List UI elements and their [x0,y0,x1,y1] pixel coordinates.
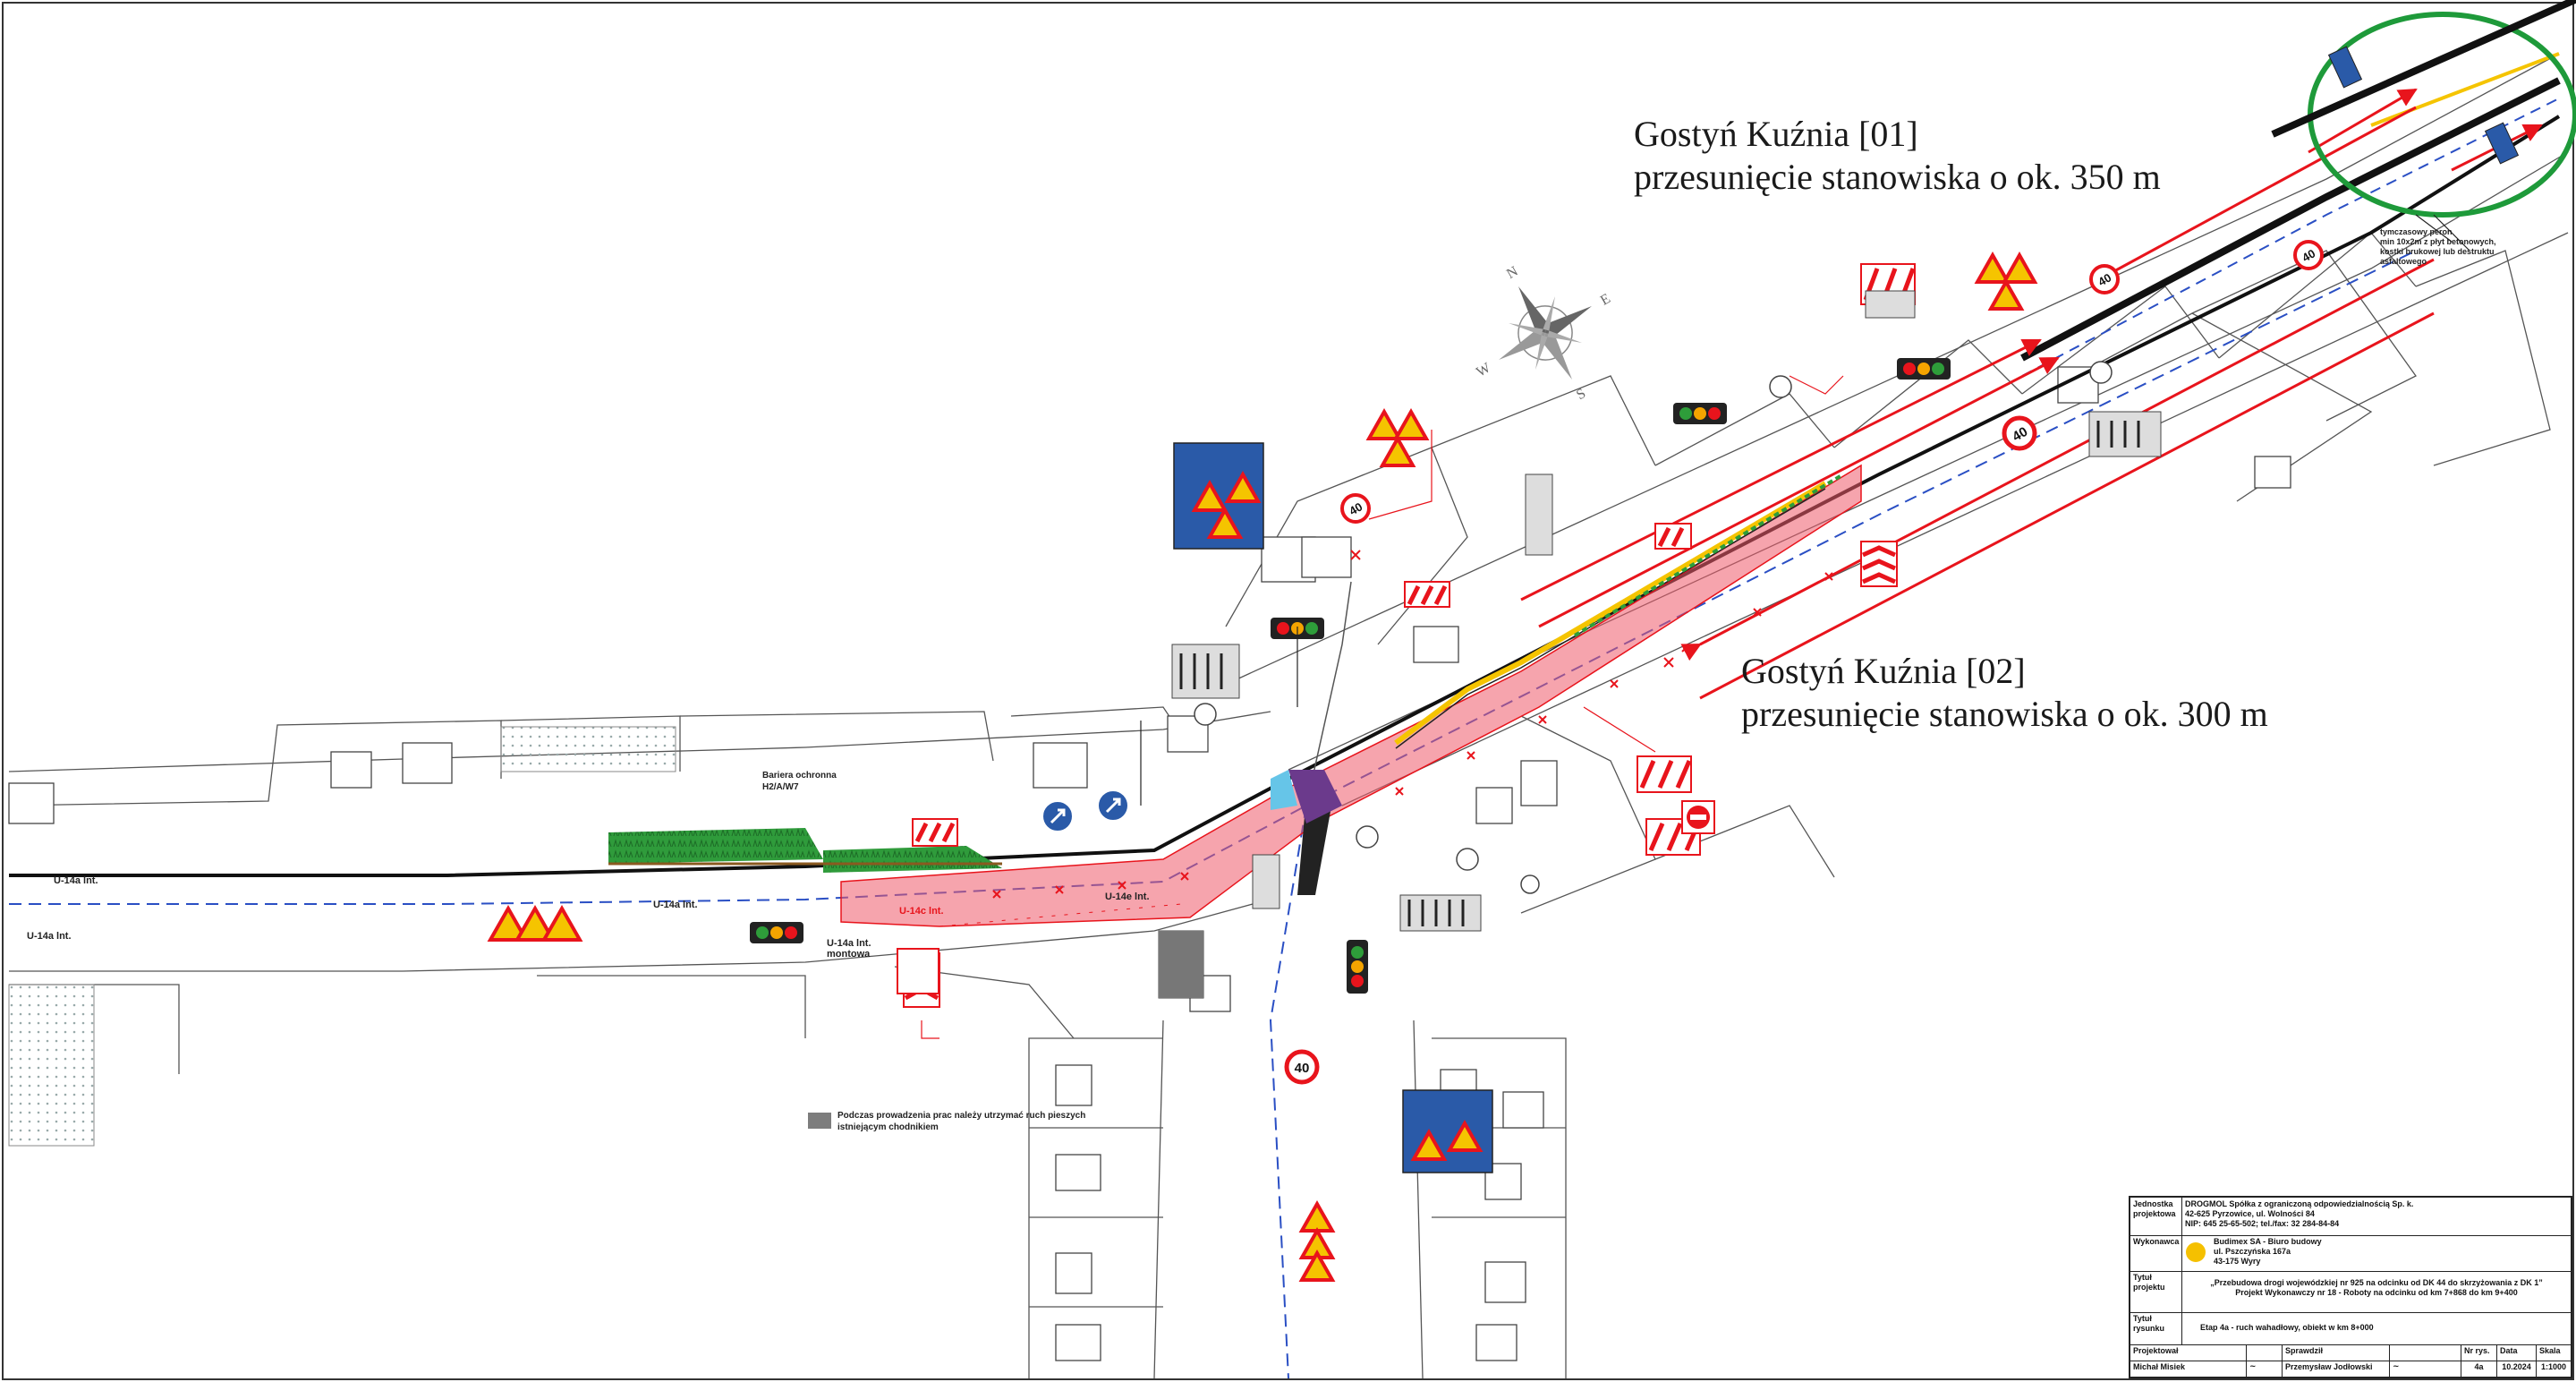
tb-row-drawing: Tytuł rysunku Etap 4a - ruch wahadłowy, … [2130,1312,2571,1345]
road-edge-south [9,903,1254,972]
compass-rose: N S W E [1474,263,1613,403]
speed-limit-value: 40 [2096,270,2113,288]
warning-triangle-icon [1365,407,1403,440]
south-road-axis [1269,805,1307,1379]
speed-limit-icon [1284,1049,1320,1085]
title-block: Jednostka projektowa DROGMOL Spółka z og… [2129,1196,2572,1378]
warning-sign-group [1298,1199,1336,1282]
road-label: U-14c lnt. [899,906,944,917]
contractor-logo-icon [2186,1242,2206,1262]
chevron-board-icon [897,948,939,994]
road-label: U-14e lnt. [1105,891,1150,902]
warning-triangle-icon [540,904,583,942]
south-road-edge-east [1413,1019,1424,1379]
bus-stop-sign [2484,122,2520,165]
traffic-light-icon [1347,940,1368,994]
bypass-yellow [1394,481,1827,746]
warning-triangle-icon [1987,277,2025,311]
work-zone [840,464,1862,927]
road-axis-blue [9,250,2417,905]
barrier-board-icon [912,818,958,847]
grass-area [608,828,823,864]
barrier-board-icon [1404,581,1450,608]
speed-limit-value: 40 [2010,424,2030,445]
leader-lines [921,375,1844,1039]
bus-stop-sign [2327,46,2363,89]
stop-01-annotation: Gostyń Kuźnia [01] przesunięcie stanowis… [1634,113,2161,199]
warning-triangle-icon [1379,434,1416,467]
road-lines [9,115,2561,1379]
stop-02-annotation: Gostyń Kuźnia [02] przesunięcie stanowis… [1741,650,2268,736]
corridor-edge-south2 [1341,232,2569,806]
warning-triangle-icon [1392,407,1430,440]
stop-highlight-circle [2308,12,2576,218]
dotted-area [500,726,676,772]
speed-limit-value: 40 [2300,246,2317,264]
tb-row-contractor: Wykonawca Budimex SA - Biuro budowy ul. … [2130,1235,2571,1272]
misc-symbols [1194,361,2113,894]
warning-triangle-icon [2001,251,2038,284]
speed-limit-value: 40 [1347,499,1365,517]
intersection-purple [1288,770,1342,823]
stop-01-name: Gostyń Kuźnia [01] [1634,114,1918,154]
dotted-area [8,984,95,1147]
road-label-mont: U-14a lnt. montowa [827,938,871,960]
warning-triangle-icon [1298,1249,1336,1282]
grass-area [823,846,1002,873]
buildings [8,366,2291,1361]
south-road-edge-west [1153,1019,1164,1379]
signature-icon: ~ [2390,1361,2461,1377]
barrier-board-icon [1681,800,1715,834]
traffic-light-icon [750,922,803,943]
traffic-light-icon [1673,403,1727,424]
tb-row-unit: Jednostka projektowa DROGMOL Spółka z og… [2130,1198,2571,1236]
legend-text: Podczas prowadzenia prac należy utrzymać… [837,1111,1086,1132]
warning-sign-group [487,904,583,942]
tb-row-headers: Projektował Sprawdził Nr rys. Data Skala [2130,1344,2571,1361]
svg-text:S: S [1574,386,1588,403]
road-label: U-14a lnt. [653,900,698,910]
legend-swatch [808,1113,831,1129]
speed-limit-value: 40 [1295,1061,1310,1076]
road-label: U-14a lnt. [54,875,98,886]
stop-01-shift: przesunięcie stanowiska o ok. 350 m [1634,157,2161,197]
warning-triangle-icon [1974,251,2011,284]
intersection-cyan [1271,770,1297,810]
traffic-arrows [1520,88,2543,700]
barrier-board-icon [1637,755,1692,793]
warning-triangle-icon [1298,1199,1336,1233]
warning-triangle-icon [514,904,557,942]
corridor-edge-north [1234,53,2560,681]
signature-icon: ~ [2247,1361,2283,1377]
cone-marks [992,550,1833,899]
road-axis-black [9,115,2561,877]
warning-sign-group [1365,407,1430,467]
svg-text:E: E [1598,291,1613,309]
stop-02-shift: przesunięcie stanowiska o ok. 300 m [1741,694,2268,734]
barrier-board-icon [1860,541,1898,587]
warning-sign-group [1974,251,2038,311]
speed-limit-icon [1340,493,1371,524]
barrier-label: Bariera ochronna H2/A/W7 [762,771,837,792]
traffic-light-icon [1897,358,1951,380]
speed-limit-icon [2089,264,2120,294]
platform-note: tymczasowy peron min 10x2m z płyt betono… [2380,227,2496,266]
warning-triangle-icon [487,904,530,942]
svg-text:W: W [1474,360,1493,380]
speed-limit-signs: 40 40 40 40 40 [1284,240,2324,1085]
stop-02-name: Gostyń Kuźnia [02] [1741,651,2026,691]
tb-row-values: Michał Misiek ~ Przemysław Jodłowski ~ 4… [2130,1361,2571,1377]
tb-row-project: Tytuł projektu „Przebudowa drogi wojewód… [2130,1271,2571,1313]
svg-text:N: N [1504,263,1521,282]
speed-limit-icon [2293,240,2324,270]
road-label: U-14a lnt. [27,931,72,942]
speed-limit-icon [2002,415,2037,451]
barrier-board-icon [1654,523,1692,550]
